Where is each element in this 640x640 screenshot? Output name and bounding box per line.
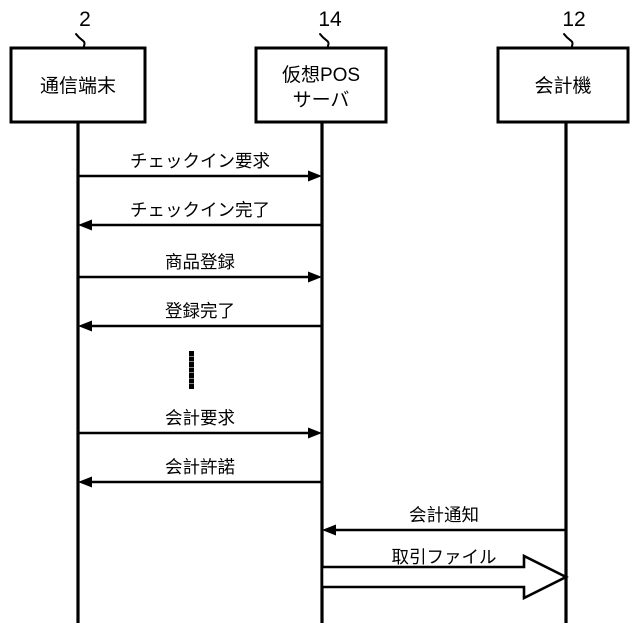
leader-line-pos [319,33,330,47]
ellipsis-dot [189,378,194,384]
message-payment-request[interactable]: 会計要求 [78,408,322,439]
message-label: チェックイン完了 [130,200,270,220]
ref-number-register: 12 [562,8,585,31]
participant-label-register: 会計機 [534,75,591,97]
message-item-registration[interactable]: 商品登録 [78,252,322,283]
message-label: 会計許諾 [165,457,235,477]
message-transaction-file[interactable]: 取引ファイル [320,547,569,601]
participant-label-pos-line1: 仮想POS [282,64,360,86]
ellipsis-dot [189,373,194,378]
message-registration-complete[interactable]: 登録完了 [78,301,322,332]
participant-label-pos-line2: サーバ [293,90,350,111]
participant-box-terminal[interactable] [9,46,147,124]
message-checkin-request[interactable]: チェックイン要求 [78,151,322,182]
ellipsis-dot [189,367,194,373]
ellipsis-dot [189,356,194,362]
arrowhead-right-icon [308,427,322,439]
ref-number-pos: 14 [318,8,342,31]
message-label: 登録完了 [165,301,235,321]
participant-box-register[interactable] [496,46,630,124]
participant-box-pos[interactable] [254,46,388,124]
ellipsis-dot [189,384,194,389]
ellipsis-dot [189,351,194,356]
ellipsis-dot [189,362,194,367]
leader-line-terminal [75,33,86,47]
arrowhead-left-icon [78,320,92,332]
message-payment-approval[interactable]: 会計許諾 [78,457,322,488]
message-label: 商品登録 [165,252,235,272]
message-label: チェックイン要求 [130,151,270,171]
block-arrow-right-icon [320,553,569,601]
arrowhead-left-icon [322,524,336,536]
participant-label-terminal: 通信端末 [40,75,116,97]
arrowhead-left-icon [78,219,92,231]
arrowhead-right-icon [308,271,322,283]
ellipsis-continuation [189,351,194,389]
leader-line-register [563,33,574,47]
message-label: 会計要求 [165,408,235,428]
message-label: 会計通知 [409,505,479,525]
message-payment-notification[interactable]: 会計通知 [322,505,566,536]
message-checkin-complete[interactable]: チェックイン完了 [78,200,322,231]
message-label: 取引ファイル [392,547,497,567]
arrowhead-left-icon [78,476,92,488]
arrowhead-right-icon [308,170,322,182]
ref-number-terminal: 2 [79,8,91,31]
